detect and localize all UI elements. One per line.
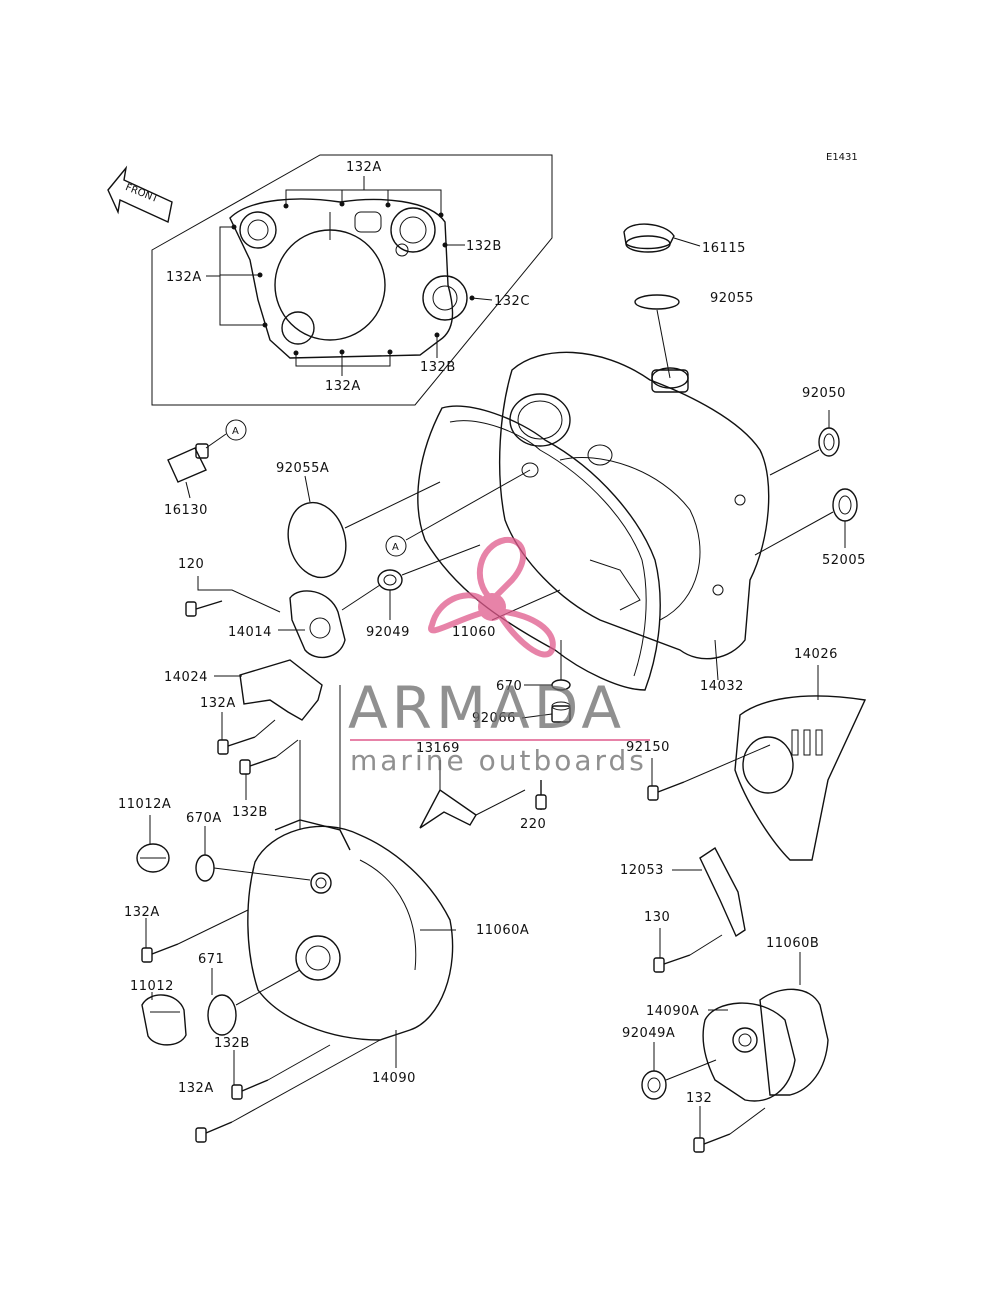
bolt-132A-mid [217,712,276,755]
nipple-16130 [167,433,227,499]
oil-filler-cap [623,223,701,253]
plate-12053 [672,846,746,938]
label-132A-last: 132A [178,1081,214,1096]
gasket-11060B [759,952,829,1096]
label-11012: 11012 [130,979,174,994]
label-52005: 52005 [822,553,866,568]
label-132B-lower: 132B [420,360,456,375]
bolt-132A-last [195,1039,381,1143]
front-label: FRONT [124,182,161,205]
label-92055A: 92055A [276,461,329,476]
label-14026: 14026 [794,647,838,662]
label-132C: 132C [494,294,530,309]
bolt-132B-low [231,1044,331,1100]
label-671: 671 [198,952,224,967]
callout-a-lower: A [385,469,531,557]
label-16130: 16130 [164,503,208,518]
label-16115: 16115 [702,241,746,256]
label-13169: 13169 [416,741,460,756]
label-11060B: 11060B [766,936,819,951]
gasket-11060 [417,405,661,691]
inset-bolt-pattern [151,154,553,406]
watermark-logo: ARMADA marine outboards [348,536,650,777]
bolt-120 [185,576,281,617]
label-14014: 14014 [228,625,272,640]
seal-92049 [377,569,403,591]
plug-11012A [136,815,170,873]
o-ring-671 [207,994,237,1036]
label-220: 220 [520,817,546,832]
bracket-13169 [419,760,526,829]
watermark-tagline: marine outboards [350,744,647,777]
cover-14090A [702,1002,796,1102]
guard-14024 [214,659,323,721]
plate-14014 [278,584,381,659]
label-670: 670 [496,679,522,694]
label-132B-low: 132B [214,1036,250,1051]
label-92050: 92050 [802,386,846,401]
label-14024: 14024 [164,670,208,685]
label-132B-mid: 132B [232,805,268,820]
label-132A-low: 132A [124,905,160,920]
o-ring-670A [195,854,215,882]
bolt-130 [653,928,723,973]
seal-92049A [641,1042,717,1100]
callout-a-upper: A [225,419,247,441]
crankcase-cover-14032 [498,351,770,681]
label-132A-top: 132A [346,160,382,175]
sprocket-cover-14026 [734,665,867,861]
bolt-220 [535,780,547,810]
front-arrow-icon: FRONT [107,165,173,224]
label-14032: 14032 [700,679,744,694]
label-132A-mid: 132A [200,696,236,711]
label-14090: 14090 [372,1071,416,1086]
label-92049A: 92049A [622,1026,675,1041]
label-11060A: 11060A [476,923,529,938]
label-132A-left: 132A [166,270,202,285]
o-ring-92055A [287,501,347,579]
plug-92066 [521,701,571,723]
bolt-132B-mid [239,739,299,800]
label-11012A: 11012A [118,797,171,812]
part-labels: 132A 132A 132B 132C 132B 132A 16115 9205… [118,160,866,1106]
propeller-icon [427,536,556,658]
diagram-code: E1431 [826,152,858,163]
o-ring-92055 [634,294,680,310]
label-132B-upper: 132B [466,239,502,254]
label-120: 120 [178,557,204,572]
watermark-brand: ARMADA [348,674,625,742]
label-130: 130 [644,910,670,925]
label-92066: 92066 [472,711,516,726]
label-92055: 92055 [710,291,754,306]
seal-52005 [832,488,858,522]
svg-text:A: A [392,542,399,553]
generator-cover-11060A [247,685,456,1041]
label-14090A: 14090A [646,1004,699,1019]
label-132: 132 [686,1091,712,1106]
seal-92050 [818,427,840,457]
label-92150: 92150 [626,740,670,755]
label-132A-bottom: 132A [325,379,361,394]
label-11060: 11060 [452,625,496,640]
bolt-132A-low [141,909,249,963]
label-12053: 12053 [620,863,664,878]
bolt-92150 [647,744,771,801]
bolt-132 [693,1106,766,1153]
label-670A: 670A [186,811,222,826]
plug-11012 [141,992,187,1046]
svg-text:A: A [232,426,239,437]
label-92049: 92049 [366,625,410,640]
